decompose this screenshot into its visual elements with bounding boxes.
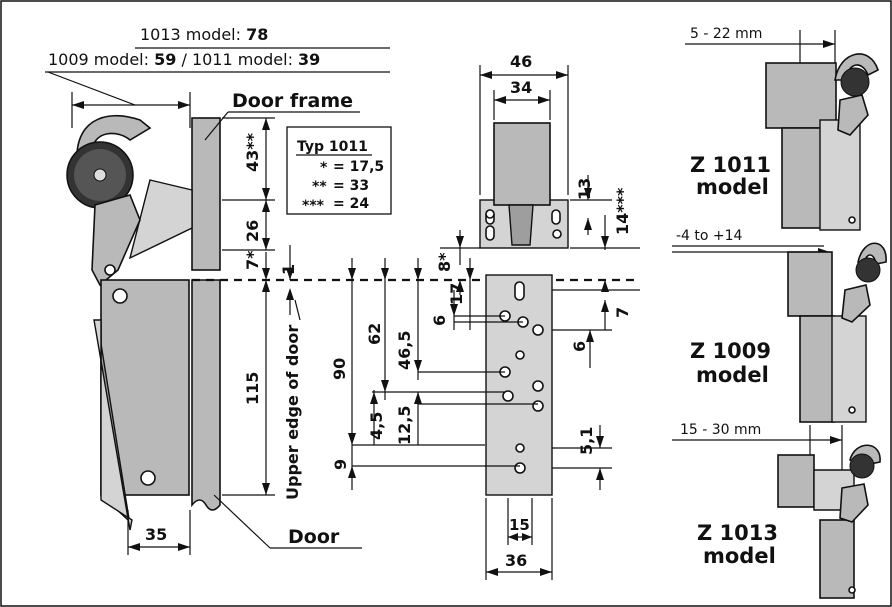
- z1009-name: Z 1009: [690, 339, 771, 363]
- dim-7: 7: [613, 307, 632, 318]
- z1013-range: 15 - 30 mm: [680, 422, 761, 438]
- typ-row2-value: = 33: [333, 178, 369, 194]
- z1011-range: 5 - 22 mm: [690, 26, 762, 42]
- typ-box-title: Typ 1011: [297, 139, 368, 155]
- dim-1: 1: [279, 264, 298, 275]
- typ-row2-mark: **: [312, 179, 327, 195]
- dim-13: 13: [575, 178, 594, 200]
- typ-row1-mark: *: [320, 160, 328, 176]
- dim-36: 36: [505, 551, 527, 570]
- dim-43: 43**: [243, 132, 262, 172]
- z1009-door: [799, 315, 835, 423]
- typ-1011-box: [286, 126, 392, 215]
- z1013-word: model: [703, 544, 776, 568]
- dim-8star: 8*: [435, 252, 454, 272]
- typ-row1-value: = 17,5: [333, 159, 384, 175]
- typ-row3-value: = 24: [333, 196, 369, 212]
- z1009-range: -4 to +14: [676, 228, 743, 244]
- z1013-door: [819, 519, 855, 599]
- dim-15: 15: [509, 516, 530, 534]
- z1011-frame: [765, 62, 837, 129]
- dim-9: 9: [331, 459, 350, 470]
- dim-7star: 7*: [243, 250, 262, 270]
- z1011-word: model: [696, 175, 769, 199]
- header-line-1013: 1013 model: 78: [140, 25, 268, 44]
- dim-17: 17: [447, 283, 466, 305]
- z1009-frame: [787, 251, 833, 317]
- dim-6a: 6: [430, 315, 449, 326]
- header-line-1009-1011: 1009 model: 59 / 1011 model: 39: [48, 50, 320, 69]
- label-upper-edge: Upper edge of door: [283, 325, 302, 500]
- z1013-name: Z 1013: [697, 521, 778, 545]
- dim-62: 62: [365, 323, 384, 345]
- dim-12-5: 12,5: [395, 406, 414, 445]
- dim-46-5: 46,5: [395, 331, 414, 370]
- dim-115: 115: [243, 372, 262, 405]
- z1009-word: model: [696, 363, 769, 387]
- typ-row3-mark: ***: [302, 198, 325, 214]
- door-frame-strip: [191, 117, 221, 271]
- label-door: Door: [288, 526, 340, 548]
- door-strip: [191, 279, 221, 511]
- z1011-name: Z 1011: [690, 153, 771, 177]
- label-door-frame: Door frame: [232, 90, 353, 112]
- dim-5-1: 5,1: [577, 427, 596, 455]
- dim-14: 14***: [613, 187, 632, 235]
- dim-6b: 6: [570, 341, 589, 352]
- dim-26: 26: [243, 220, 262, 242]
- dim-34: 34: [510, 78, 532, 97]
- dim-35: 35: [145, 525, 167, 544]
- dim-90: 90: [330, 358, 349, 380]
- z1013-frame: [777, 454, 815, 508]
- dim-46: 46: [510, 52, 532, 71]
- dim-4-5: 4,5: [367, 412, 386, 440]
